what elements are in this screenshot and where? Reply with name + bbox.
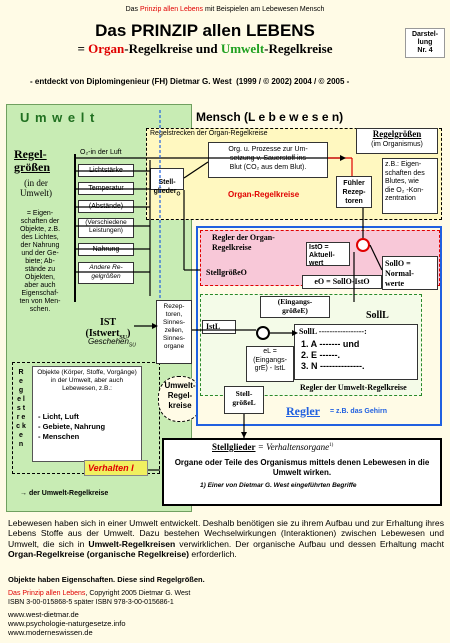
organ-regelkreise-label: Organ-Regelkreise [228, 190, 300, 199]
discover-line: - entdeckt von Diplomingenieur (FH) Diet… [30, 77, 350, 86]
footer-isbn: ISBN 3-00-015868-5 später ISBN 978-3-00-… [8, 599, 174, 606]
eingangs-box: (Eingangs- größeE) [260, 296, 330, 318]
umwelt-ist: IST (IstwertSU) [85, 317, 131, 341]
soll-l-item-2: 2. E ------. [301, 350, 340, 360]
footer-url-3[interactable]: www.moderneswissen.de [8, 628, 93, 637]
umwelt-footer-arrow: → der Umwelt-Regelkreise [20, 490, 109, 497]
rezeptoren-box: Rezep- toren, Sinnes- zellen, Sinnes- or… [156, 300, 192, 364]
e-l-box: eL = (Eingangs- grE) - IstL [246, 346, 294, 382]
objekte-box [32, 366, 142, 462]
regler-title: Regler [286, 404, 320, 418]
umwelt-regelgroessen-desc: = Eigen- schaften der Objekte, z.B. des … [19, 210, 61, 313]
stellglieder-heading: Stellglieder = Verhaltensorgane1) [212, 442, 334, 452]
sum-point-organ [356, 238, 370, 252]
header-subtitle: Das Prinzip allen Lebens mit Beispielen … [125, 6, 325, 13]
verhalten-box: Verhalten I [84, 460, 148, 476]
regelgroessen-organ-desc: z.B.: Eigen- schaften des Blutes, wie di… [382, 158, 438, 214]
objekte-item-2: - Gebiete, Nahrung [38, 422, 106, 431]
footer-url-1[interactable]: www.west-dietmar.de [8, 610, 79, 619]
soll-l-list-box: SollL -----------------: 1. A ------- un… [294, 324, 418, 380]
umwelt-title: U m w e l t [20, 110, 96, 125]
mensch-title: Mensch (L e b e w e s e n) [196, 110, 344, 124]
regler-organ-title: Regler der Organ- Regelkreise [212, 233, 275, 252]
umwelt-geschehen: GeschehenSU [88, 337, 136, 349]
ist-o-box: IstO = Aktuell- wert [306, 242, 350, 267]
stellgroesse-l-box: Stell- größeL [224, 386, 264, 414]
objekte-item-3: - Menschen [38, 432, 80, 441]
body-paragraph: Lebewesen haben sich in einer Umwelt ent… [8, 518, 444, 560]
soll-l-label: SollL [366, 310, 389, 321]
e-o-box: eO = SollO-IstO [302, 275, 382, 289]
stellglieder-box [162, 438, 442, 506]
page-title: Das PRINZIP allen LEBENS [95, 21, 315, 40]
darstellung-label: Darstel- lung Nr. 4 [405, 28, 445, 58]
stellglieder-desc: Organe oder Teile des Organismus mittels… [174, 458, 430, 477]
regelgroessen-organ-sub: (im Organismus) [371, 141, 423, 148]
stellglieder-footnote: 1) Einer von Dietmar G. West eingeführte… [200, 482, 357, 489]
stellgroesse-o: StellgrößeO [206, 268, 247, 277]
fuehler-box: Fühler Rezep- toren [336, 176, 372, 208]
item-leistungen: (Verschiedene Leistungen) [78, 218, 134, 238]
item-andere: Andere Re-gelgrößen [78, 262, 134, 284]
title-line2: = Organ-Regelkreise und Umwelt-Regelkrei… [77, 41, 333, 56]
regelstrecken-organ-title: Regelstrecken der Organ-Regelkreise [150, 130, 268, 137]
regelgroessen-organ-title: Regelgrößen [372, 129, 422, 139]
soll-l-item-3: 3. N --------------. [301, 361, 365, 371]
regler-umwelt-title: Regler der Umwelt-Regelkreise [300, 383, 407, 392]
org-prozesse-box: Org. u. Prozesse zur Um- setzung v. Saue… [208, 142, 328, 178]
soll-o-box: SollO = Normal- werte [382, 256, 438, 290]
footer-url-2[interactable]: www.psychologie-naturgesetze.info [8, 619, 126, 628]
sum-point-umwelt [256, 326, 270, 340]
umwelt-regelkreise-label: Umwelt- Regel- kreise [158, 376, 202, 422]
footer-copyright: Das Prinzip allen Lebens, Copyright 2005… [8, 590, 191, 597]
regler-desc: = z.B. das Gehirn [330, 408, 387, 415]
item-o2: O₂-in der Luft [80, 149, 122, 156]
umwelt-regelgroessen-sub: (in der Umwelt) [20, 178, 52, 198]
umwelt-bracket [74, 154, 76, 302]
regelgroessen-organ-box: Regelgrößen (im Organismus) [356, 128, 438, 154]
regelstrecken-vertical: R e g e l s t r e c k e n [16, 369, 26, 448]
soll-l-list-title: SollL -----------------: [299, 327, 367, 336]
objekte-item-1: - Licht, Luft [38, 412, 79, 421]
body-paragraph-2: Objekte haben Eigenschaften. Diese sind … [8, 575, 205, 584]
objekte-text: Objekte (Körper, Stoffe, Vorgänge) in de… [37, 369, 137, 392]
umwelt-regelgroessen: Regel- größen [14, 147, 50, 174]
soll-l-item-1: 1. A ------- und [301, 339, 360, 349]
